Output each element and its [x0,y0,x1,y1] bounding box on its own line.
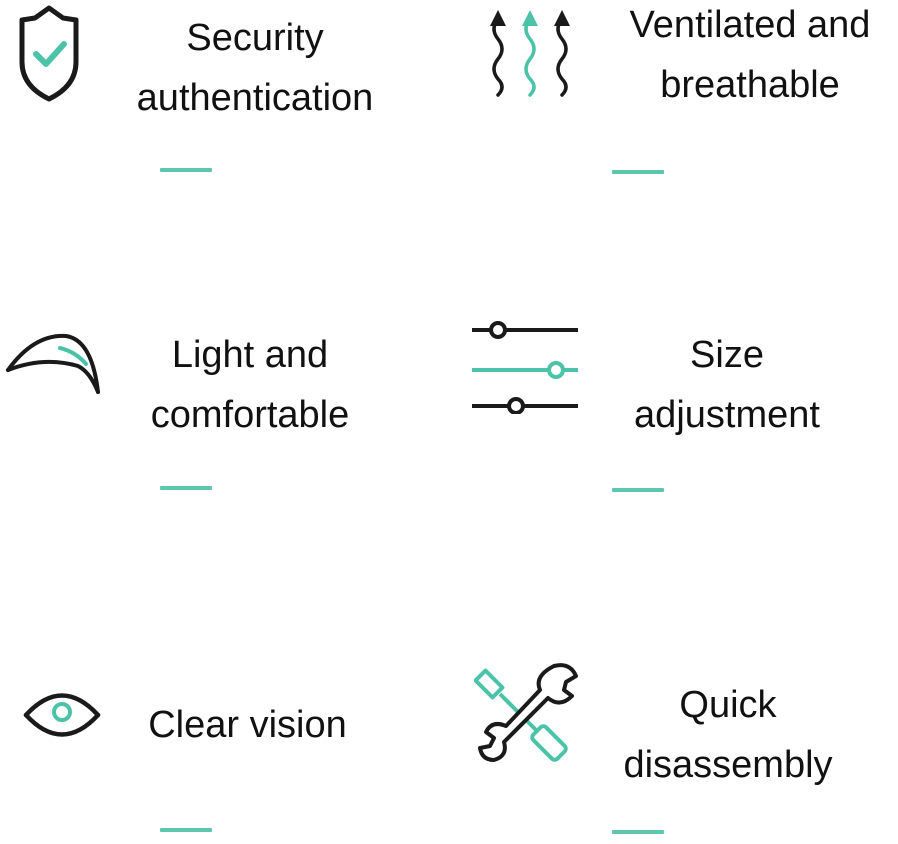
airflow-arrows-icon [490,10,570,97]
label-line: Light and [171,334,329,376]
label-line: Ventilated and [629,4,871,46]
feature-label: Ventilated and breathable [600,0,898,115]
feature-label: Size adjustment [577,325,877,445]
divider-dash [612,170,664,174]
label-line: adjustment [634,394,820,436]
feature-label: Security authentication [105,8,405,128]
eye-icon [23,693,101,737]
sliders-icon [472,321,578,414]
divider-dash [160,828,212,832]
divider-dash [160,486,212,490]
feature-label: Clear vision [125,695,370,755]
label-line: comfortable [150,394,350,436]
feature-label: Light and comfortable [100,325,400,445]
shield-check-icon [19,5,79,102]
label-line: breathable [660,64,840,106]
label-line: Quick [679,684,777,726]
label-line: authentication [136,77,374,119]
feature-label: Quick disassembly [578,675,878,795]
divider-dash [612,488,664,492]
leaf-icon [6,333,100,394]
label-line: Size [690,334,764,376]
divider-dash [160,168,212,172]
label-line: Security [186,17,324,59]
label-line: disassembly [623,744,833,786]
wrench-screwdriver-icon [474,663,578,762]
label-line: Clear vision [148,704,347,746]
divider-dash [612,830,664,834]
